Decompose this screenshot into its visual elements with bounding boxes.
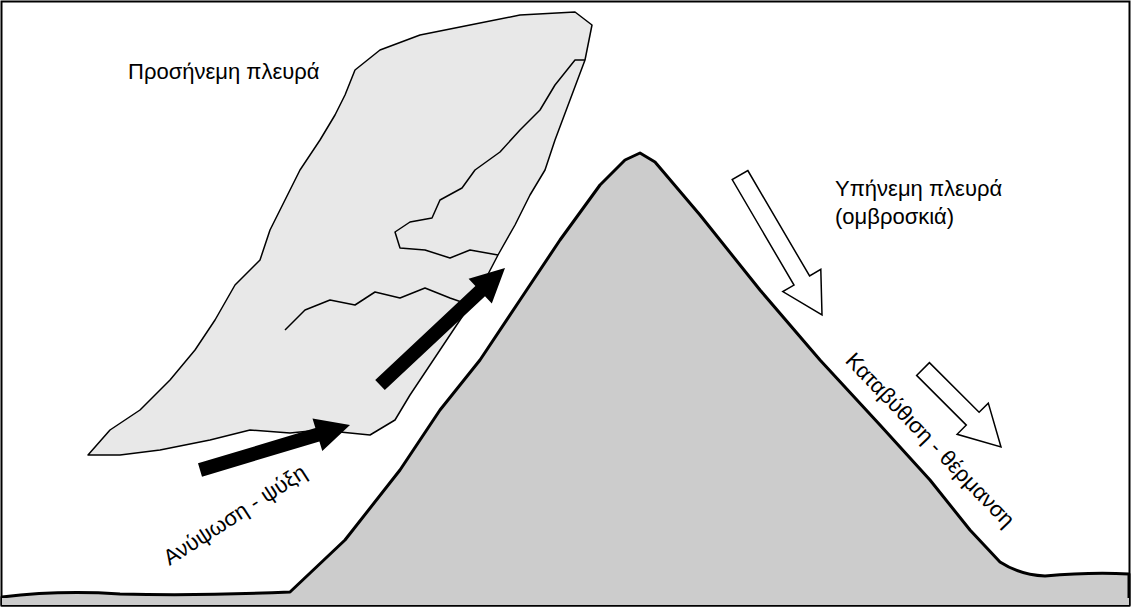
cloud [88, 12, 592, 455]
sinking-air-arrow [732, 171, 822, 316]
ground-fill [2, 598, 1129, 605]
cloud-inner-line [395, 60, 585, 258]
rising-air-arrow [198, 419, 350, 477]
windward-side-label: Προσήνεμη πλευρά [128, 58, 320, 86]
leeward-side-label: Υπήνεμη πλευρά (ομβροσκιά) [835, 175, 1025, 230]
rising-air-arrow [375, 268, 505, 390]
